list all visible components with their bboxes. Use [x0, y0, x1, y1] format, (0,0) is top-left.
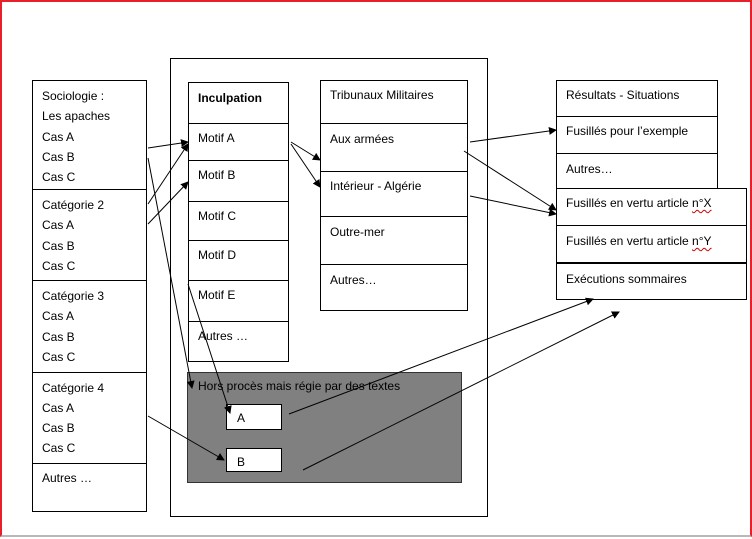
result-shot-for-example-label: Fusillés pour l’exemple	[566, 124, 689, 138]
sociology-header-line1: Sociologie :	[42, 89, 105, 103]
result-article-y-label: Fusillés en vertu article n°Y	[566, 234, 712, 248]
tribunal-armies: Aux armées	[321, 124, 467, 172]
sociology-column: Sociologie : Les apaches Cas A Cas B Cas…	[32, 80, 147, 512]
motif-others: Autres …	[189, 322, 288, 363]
category-3-case-a: Cas A	[42, 309, 75, 323]
motif-e: Motif E	[189, 281, 288, 322]
tribunals-header-label: Tribunaux Militaires	[330, 88, 434, 102]
outside-box-a: A	[226, 404, 282, 430]
category-2-group: Catégorie 2 Cas A Cas B Cas C	[33, 190, 146, 281]
sociology-others-label: Autres …	[42, 471, 93, 485]
sociology-header-line2: Les apaches	[42, 109, 111, 123]
result-article-x-prefix: Fusillés en vertu article	[566, 196, 693, 210]
category-4-case-a: Cas A	[42, 401, 75, 415]
outside-box-b-label: B	[237, 455, 246, 469]
motif-others-label: Autres …	[198, 329, 249, 343]
category-2-title: Catégorie 2	[42, 198, 105, 212]
motif-d-label: Motif D	[198, 248, 237, 262]
outside-box-a-label: A	[237, 411, 246, 425]
category-3-case-b: Cas B	[42, 330, 75, 344]
result-article-x-number: n°X	[692, 196, 712, 210]
result-shot-for-example: Fusillés pour l’exemple	[557, 117, 717, 154]
tribunal-others: Autres…	[321, 265, 467, 312]
outside-box-b: B	[226, 448, 282, 472]
inculpation-header: Inculpation	[189, 83, 288, 124]
motif-b-label: Motif B	[198, 168, 236, 182]
category-3-title: Catégorie 3	[42, 289, 105, 303]
sociology-case-c: Cas C	[42, 170, 76, 184]
result-article-y-number: n°Y	[692, 234, 712, 248]
motif-e-label: Motif E	[198, 288, 236, 302]
motif-c: Motif C	[189, 202, 288, 241]
result-others-label: Autres…	[566, 162, 613, 176]
result-article-y: Fusillés en vertu article n°Y	[556, 225, 747, 263]
tribunal-others-label: Autres…	[330, 273, 377, 287]
motif-b: Motif B	[189, 161, 288, 202]
category-3-case-c: Cas C	[42, 350, 76, 364]
results-header-label: Résultats - Situations	[566, 88, 680, 102]
result-summary-executions-label: Exécutions sommaires	[566, 272, 687, 286]
category-2-case-a: Cas A	[42, 218, 75, 232]
sociology-case-a: Cas A	[42, 130, 75, 144]
result-article-x: Fusillés en vertu article n°X	[556, 188, 747, 226]
result-others: Autres…	[557, 154, 717, 190]
tribunal-armies-label: Aux armées	[330, 132, 395, 146]
sociology-others: Autres …	[33, 464, 146, 513]
motif-a-label: Motif A	[198, 131, 235, 145]
category-4-title: Catégorie 4	[42, 381, 105, 395]
result-article-x-label: Fusillés en vertu article n°X	[566, 196, 712, 210]
tribunal-interior-algeria-label: Intérieur - Algérie	[330, 179, 422, 193]
result-summary-executions: Exécutions sommaires	[556, 263, 747, 300]
tribunal-overseas: Outre-mer	[321, 217, 467, 265]
category-3-group: Catégorie 3 Cas A Cas B Cas C	[33, 281, 146, 373]
tribunals-column: Tribunaux Militaires Aux armées Intérieu…	[320, 80, 468, 311]
category-4-case-c: Cas C	[42, 441, 76, 455]
outside-trial-label: Hors procès mais régie par des textes	[198, 379, 401, 393]
sociology-case-b: Cas B	[42, 150, 75, 164]
sociology-group-1: Sociologie : Les apaches Cas A Cas B Cas…	[33, 81, 146, 190]
inculpation-header-label: Inculpation	[198, 91, 262, 105]
result-article-y-prefix: Fusillés en vertu article	[566, 234, 693, 248]
category-4-group: Catégorie 4 Cas A Cas B Cas C	[33, 373, 146, 464]
motif-c-label: Motif C	[198, 209, 237, 223]
inculpation-column: Inculpation Motif A Motif B Motif C Moti…	[188, 82, 289, 362]
tribunal-interior-algeria: Intérieur - Algérie	[321, 172, 467, 217]
motif-a: Motif A	[189, 124, 288, 161]
motif-d: Motif D	[189, 241, 288, 281]
category-2-case-b: Cas B	[42, 239, 75, 253]
tribunal-overseas-label: Outre-mer	[330, 225, 385, 239]
tribunals-header: Tribunaux Militaires	[321, 81, 467, 124]
category-4-case-b: Cas B	[42, 421, 75, 435]
category-2-case-c: Cas C	[42, 259, 76, 273]
results-header: Résultats - Situations	[557, 81, 717, 117]
